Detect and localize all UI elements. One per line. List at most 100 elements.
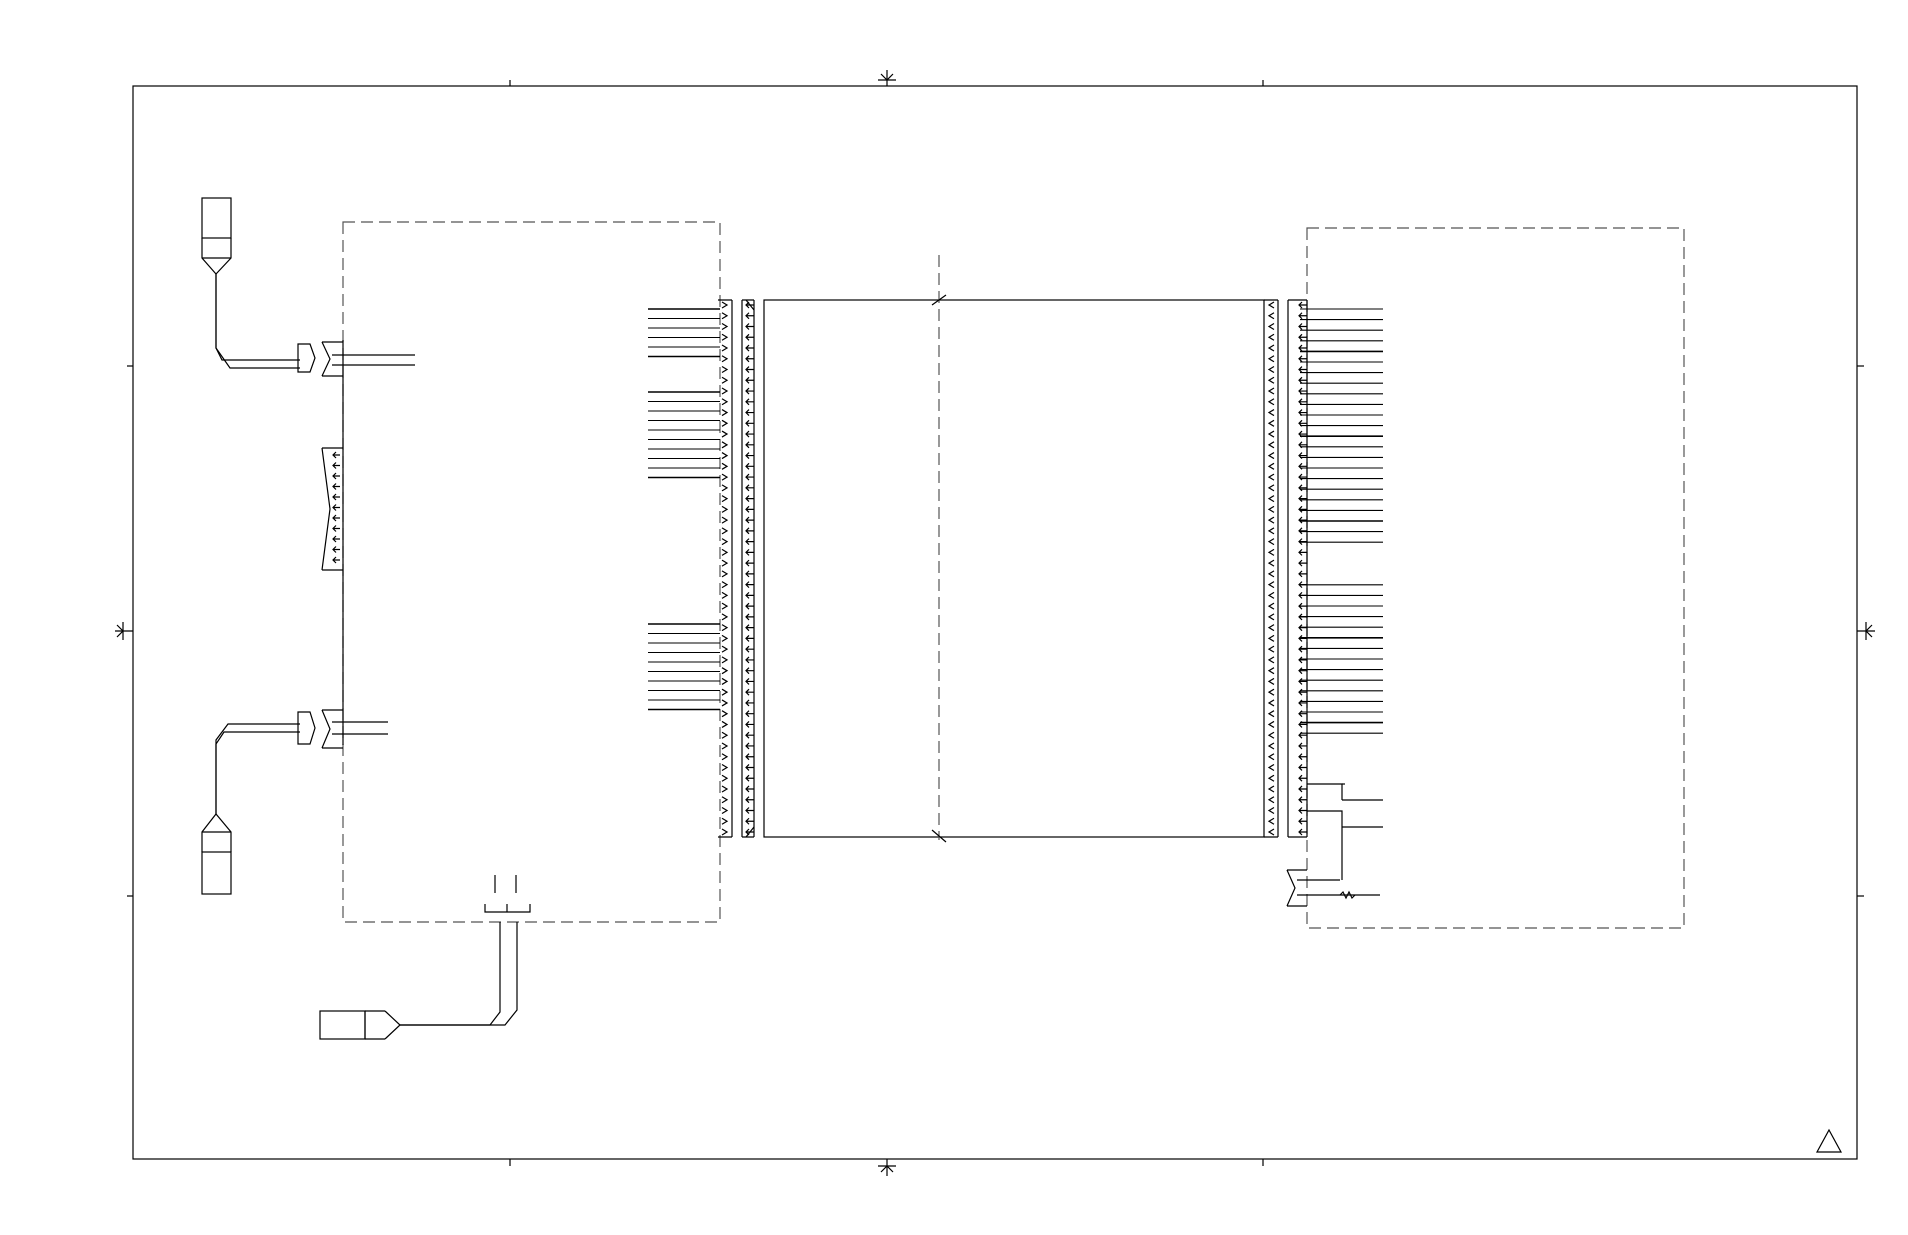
pin-socket: [721, 322, 729, 331]
pin-socket: [721, 817, 729, 825]
pin-socket: [721, 548, 729, 556]
pin-arrow: [745, 764, 754, 771]
pin-arrow: [745, 753, 754, 761]
centering-arrow-top: [878, 70, 896, 86]
pin-socket: [721, 495, 729, 503]
pin-socket: [1267, 742, 1275, 750]
pin-socket: [1267, 505, 1275, 513]
pin-socket: [1267, 806, 1275, 815]
pin-arrow: [745, 570, 754, 578]
pin-socket: [721, 581, 729, 589]
right-module-outline: [1306, 227, 1685, 929]
pin-arrow: [1298, 505, 1307, 513]
pin-socket: [1267, 387, 1275, 395]
pin-socket: [1267, 559, 1275, 567]
pin-socket: [721, 699, 729, 707]
pin-socket: [721, 645, 729, 653]
pin-socket: [1267, 613, 1275, 621]
pin-arrow: [1298, 387, 1307, 395]
zone-ticks: [127, 80, 1864, 1166]
pin-arrow: [1298, 699, 1307, 707]
pin-arrow: [1298, 527, 1307, 535]
pin-arrow: [745, 452, 754, 459]
pin-socket: [1267, 366, 1275, 374]
pin-socket: [721, 301, 729, 309]
pin-socket: [1267, 398, 1275, 406]
pin-socket: [1267, 376, 1275, 384]
pin-arrow: [1298, 312, 1307, 320]
pin-arrow: [1298, 398, 1307, 406]
pin-socket: [721, 731, 729, 739]
pin-socket: [721, 634, 729, 642]
pin-arrow: [745, 796, 754, 804]
pin-arrow: [1298, 688, 1307, 696]
plug-bottom-left: [201, 709, 388, 895]
centering-arrow-right: [1857, 622, 1875, 640]
pin-socket: [1267, 312, 1275, 320]
pin-arrow: [1298, 495, 1307, 503]
pin-socket: [1267, 667, 1275, 675]
pin-socket: [721, 796, 729, 804]
header-pin: [332, 483, 340, 490]
pin-socket: [1267, 656, 1275, 664]
pin-socket: [721, 333, 729, 341]
pin-socket: [721, 452, 729, 460]
pin-socket: [1267, 527, 1275, 535]
pin-socket: [721, 355, 729, 363]
pin-arrow: [745, 398, 754, 406]
pin-socket: [721, 763, 729, 771]
pin-arrow: [1298, 570, 1307, 578]
header-pin: [332, 556, 340, 564]
pin-arrow: [745, 688, 754, 696]
connector-edge: [1288, 299, 1307, 838]
connector-edge: [1264, 299, 1278, 838]
pin-arrow: [1298, 516, 1307, 524]
pin-socket: [1267, 591, 1275, 599]
pin-socket: [721, 774, 729, 782]
pin-arrow: [1298, 796, 1307, 804]
pin-arrow: [745, 376, 754, 384]
pin-arrow: [745, 656, 754, 664]
pin-arrow: [745, 409, 754, 416]
pin-arrow: [745, 742, 754, 750]
pin-arrow: [745, 333, 754, 341]
pin-socket: [1267, 484, 1275, 492]
pin-socket: [721, 387, 729, 395]
pin-arrow: [1298, 667, 1307, 675]
pin-socket: [1267, 634, 1275, 642]
header-pin: [332, 514, 340, 522]
pin-socket: [721, 462, 729, 470]
header-pin: [332, 472, 340, 480]
pin-arrow: [745, 312, 754, 320]
pin-socket: [1267, 419, 1275, 427]
left-mid-header: [321, 447, 343, 571]
pin-arrow: [745, 710, 754, 718]
header-pin: [332, 462, 340, 469]
pin-socket: [721, 419, 729, 427]
pin-arrow: [1298, 366, 1307, 373]
pin-socket: [1267, 688, 1275, 696]
pin-socket: [1267, 538, 1275, 546]
pin-arrow: [1298, 807, 1307, 814]
pin-arrow: [745, 301, 754, 309]
pin-socket: [721, 441, 729, 449]
pin-arrow: [1298, 323, 1307, 330]
pin-arrow: [1298, 774, 1307, 782]
pin-arrow: [745, 505, 754, 513]
pin-socket: [721, 516, 729, 524]
pin-socket: [721, 656, 729, 664]
pin-socket: [1267, 333, 1275, 341]
pin-socket: [721, 505, 729, 513]
pin-arrow: [745, 419, 754, 427]
pin-arrow: [1298, 473, 1307, 481]
pin-arrow: [745, 624, 754, 632]
pin-arrow: [1298, 376, 1307, 384]
pin-arrow: [1298, 753, 1307, 761]
pin-socket: [1267, 699, 1275, 707]
pin-arrow: [1298, 559, 1307, 567]
pin-socket: [721, 344, 729, 352]
pin-socket: [1267, 473, 1275, 481]
pin-socket: [721, 409, 729, 417]
